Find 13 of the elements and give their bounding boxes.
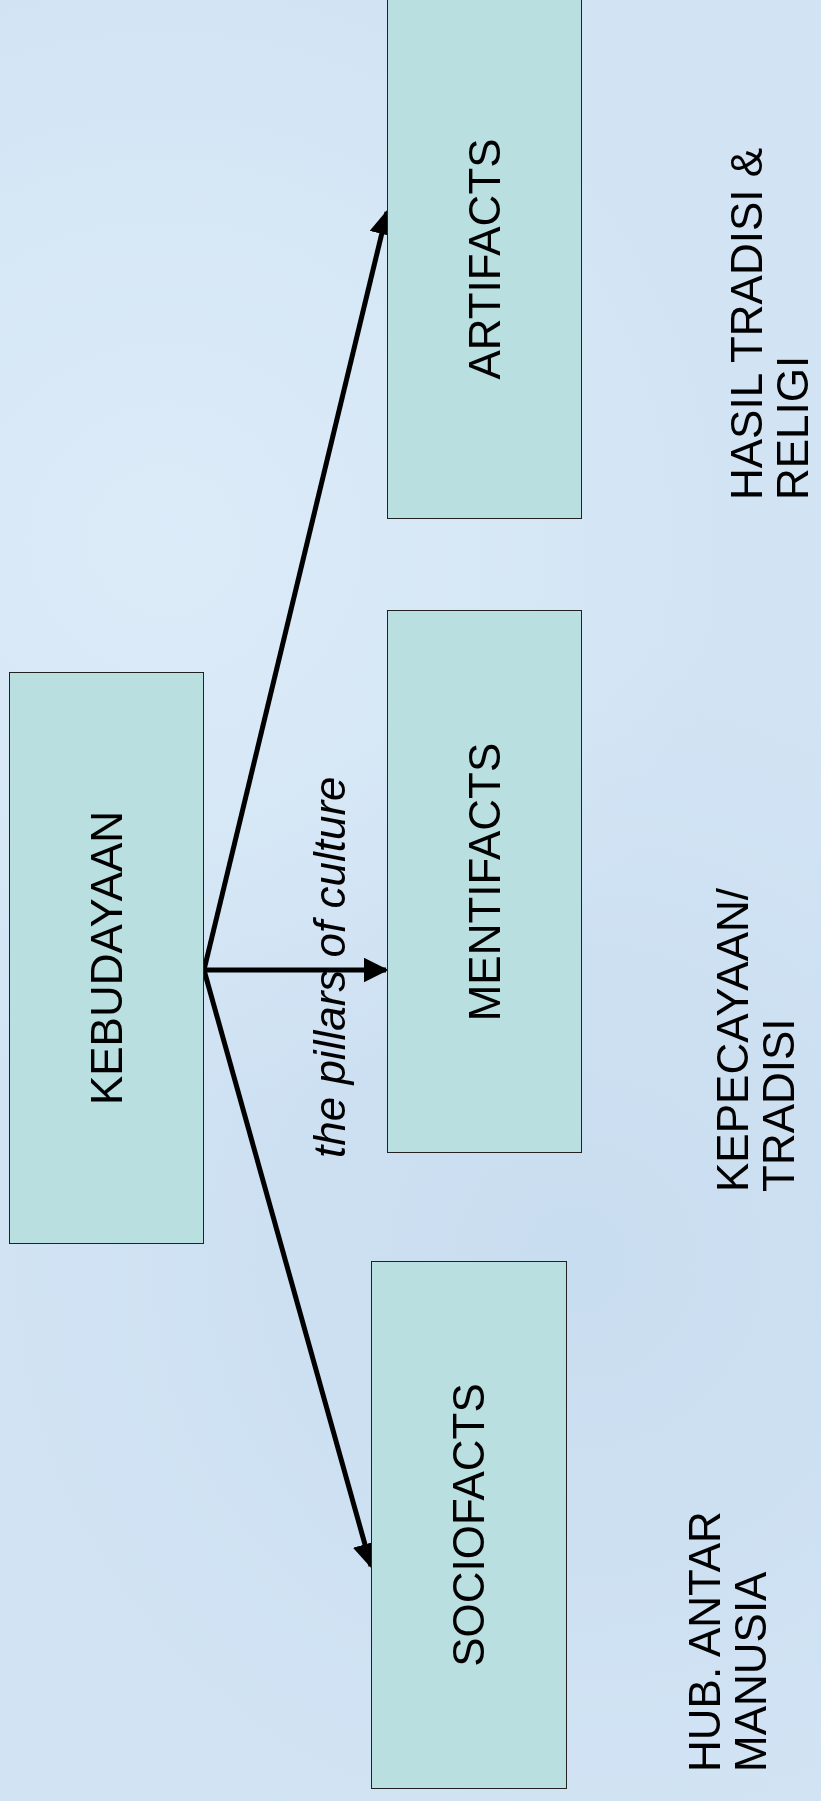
annotation-text: KEPECAYAAN/ TRADISI — [709, 886, 803, 1192]
box-label: MENTIFACTS — [459, 742, 510, 1021]
annotation-text: HASIL TRADISI & RELIGI — [723, 146, 817, 500]
box-label: KEBUDAYAAN — [81, 810, 132, 1106]
concept-box — [387, 0, 582, 519]
box-label: SOCIOFACTS — [444, 1383, 494, 1667]
concept-box — [9, 672, 204, 1244]
arrow — [204, 957, 389, 983]
box-label: ARTIFACTS — [459, 137, 510, 380]
concept-box — [371, 1261, 567, 1789]
concept-box — [387, 610, 582, 1153]
annotation-text: HUB. ANTAR MANUSIA — [681, 1510, 775, 1772]
caption-text: the pillars of culture — [306, 775, 354, 1158]
